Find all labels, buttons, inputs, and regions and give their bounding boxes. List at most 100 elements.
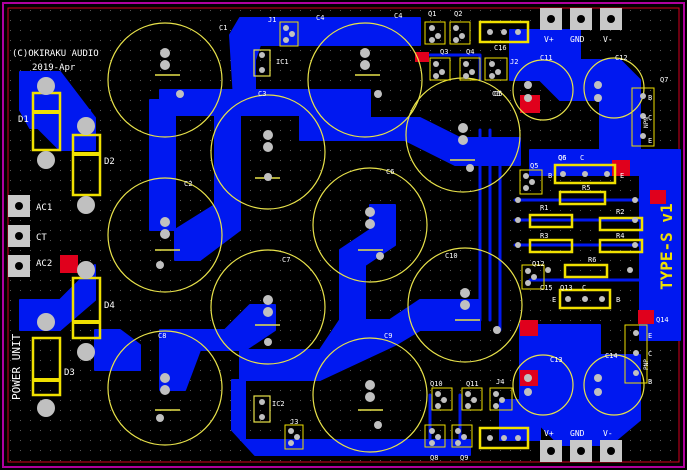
q6-pin-c: C [580,154,584,162]
power-unit-label: POWER UNIT [10,333,23,400]
pads [37,48,638,429]
q13-pin-b: B [616,296,620,304]
label-q8: Q8 [430,454,438,462]
label-c16: C16 [494,44,507,52]
label-q6: Q6 [558,154,566,162]
label-r6: R6 [588,256,596,264]
label-c5: C5 [494,90,502,98]
label-d2: D2 [104,157,115,167]
q7-pin-e: E [648,137,652,145]
label-j4: J4 [496,378,504,386]
label-c14: C14 [605,352,618,360]
label-q3: Q3 [440,48,448,56]
cap-c13 [512,354,574,416]
cap-c3 [210,94,326,210]
cap-c11 [512,59,574,121]
top-out-gnd: GND [570,35,585,44]
label-j2: J2 [510,58,518,66]
label-d4: D4 [104,301,115,311]
diode-d2 [71,133,102,197]
label-q5: Q5 [530,162,538,170]
diode-cathode-bands [33,110,100,382]
label-ct: CT [36,233,47,243]
ic-outlines [253,49,271,423]
cap-c6 [312,167,428,283]
label-d3: D3 [64,368,75,378]
q14-pin-pnp: PNP [643,359,650,370]
label-ic2: IC2 [272,400,285,408]
label-q1: Q1 [428,10,436,18]
cap-c1 [107,22,223,138]
label-c2: C2 [184,180,192,188]
label-c7: C7 [282,256,290,264]
cap-c10 [407,247,523,363]
label-q12: Q12 [532,260,545,268]
q13-pin-c: C [582,284,586,292]
cap-c8 [107,330,223,446]
label-c6b-smd: C6 [558,154,566,162]
label-q13: Q13 [560,284,573,292]
label-c3: C3 [258,90,266,98]
q6-pin-b: B [548,172,552,180]
label-q2: Q2 [454,10,462,18]
label-r3: R3 [540,232,548,240]
polarity-bars [155,74,480,411]
cap-c7 [210,249,326,365]
label-r1: R1 [540,204,548,212]
label-j1: J1 [268,16,276,24]
label-q9: Q9 [460,454,468,462]
cap-c5 [405,77,521,193]
label-c8: C8 [158,332,166,340]
label-j3: J3 [290,418,298,426]
q14-pin-b: B [648,378,652,386]
bottom-out-gnd: GND [570,429,585,438]
label-r5: R5 [582,184,590,192]
label-q7: Q7 [660,76,668,84]
q14-pin-c: C [648,350,652,358]
label-ic1: IC1 [276,58,289,66]
date-text: 2019-Apr [32,63,76,73]
cap-c2 [107,177,223,293]
label-c13: C13 [550,356,563,364]
q7-pin-npn: NPN [643,117,650,128]
q7-pin-b: B [648,94,652,102]
connector-blocks [8,8,622,462]
label-c11: C11 [540,54,553,62]
top-out-vplus: V+ [544,35,554,44]
label-q11: Q11 [466,380,479,388]
cap-c14 [583,354,645,416]
diode-d3 [31,336,62,397]
label-r2: R2 [616,208,624,216]
label-c4: C4 [316,14,324,22]
label-c9: C9 [384,332,392,340]
transistor-footprints [279,21,655,450]
label-c12: C12 [615,54,628,62]
copper-traces [19,17,681,456]
label-ac2: AC2 [36,259,52,269]
cap-c4 [307,22,423,138]
label-c15: C15 [540,284,553,292]
label-ac1: AC1 [36,203,52,213]
label-q10: Q10 [430,380,443,388]
small-pads [283,25,646,446]
q6-pin-e: E [620,172,624,180]
cap-c9 [312,337,428,453]
label-d1: D1 [18,115,29,125]
copyright-text: (C)OKIRAKU AUDIO [12,49,99,59]
label-q4: Q4 [466,48,474,56]
label-c10: C10 [445,252,458,260]
capacitor-outlines [107,22,645,453]
bottom-out-vminus: V- [603,429,613,438]
q14-pin-e: E [648,332,652,340]
label-c4-smd: C4 [394,12,402,20]
label-c1: C1 [219,24,227,32]
label-c6-smd: C6 [492,90,500,98]
q7-pin-c: C [648,114,652,122]
board-title: TYPE-S v1 [657,203,676,290]
label-c6: C6 [386,168,394,176]
bottom-out-vplus: V+ [544,429,554,438]
q13-pin-e: E [552,296,556,304]
label-r4: R4 [616,232,624,240]
top-out-vminus: V- [603,35,613,44]
